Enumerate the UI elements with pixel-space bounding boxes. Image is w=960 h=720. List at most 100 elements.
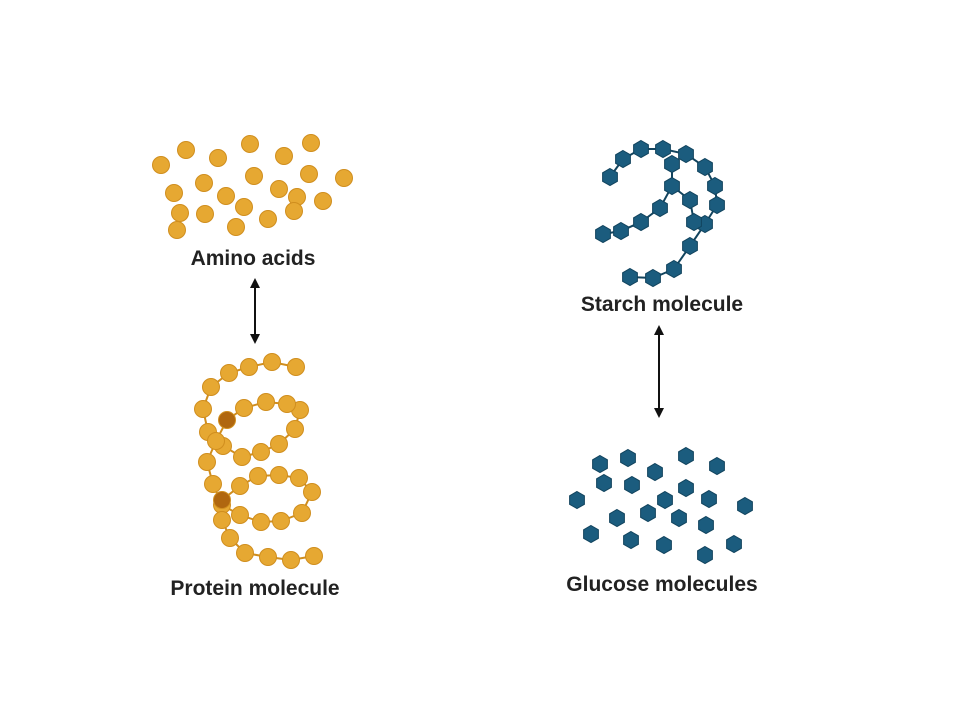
glucose-icon [664, 154, 680, 174]
bond-links [201, 148, 719, 562]
glucose-icon [697, 157, 713, 177]
glucose-icon [671, 508, 687, 528]
amino-acid-icon [285, 202, 303, 220]
arrowhead-up-icon [250, 278, 260, 288]
amino-acid-icon [287, 358, 305, 376]
amino-acid-icon [227, 218, 245, 236]
amino-acid-icon [272, 512, 290, 530]
amino-acid-icon [152, 156, 170, 174]
amino-acid-icon [270, 180, 288, 198]
amino-acid-icon [302, 134, 320, 152]
amino-acid-icon [207, 432, 225, 450]
amino-acid-icon [221, 529, 239, 547]
amino-acids-cluster [152, 134, 353, 239]
glucose-icon [686, 212, 702, 232]
amino-acid-icon [195, 174, 213, 192]
glucose-icon [707, 176, 723, 196]
arrowhead-down-icon [250, 334, 260, 344]
amino-acid-icon [168, 221, 186, 239]
glucose-icon [615, 149, 631, 169]
glucose-icon [645, 268, 661, 288]
glucose-icon [602, 167, 618, 187]
amino-acid-icon [204, 475, 222, 493]
amino-acids-label: Amino acids [190, 247, 316, 270]
amino-acid-icon [177, 141, 195, 159]
glucose-icon [652, 198, 668, 218]
amino-acid-icon [241, 135, 259, 153]
amino-acid-icon [218, 411, 236, 429]
glucose-icon [678, 144, 694, 164]
amino-acid-icon [252, 443, 270, 461]
amino-acid-icon [290, 469, 308, 487]
glucose-cluster [569, 446, 753, 565]
arrows [250, 278, 664, 418]
glucose-icon [682, 236, 698, 256]
amino-acid-icon [217, 187, 235, 205]
amino-acid-icon [236, 544, 254, 562]
protein-chain [194, 353, 323, 569]
glucose-icon [583, 524, 599, 544]
amino-acid-icon [300, 165, 318, 183]
glucose-icon [623, 530, 639, 550]
glucose-icon [633, 212, 649, 232]
amino-acid-icon [263, 353, 281, 371]
amino-acid-icon [198, 453, 216, 471]
amino-acid-icon [275, 147, 293, 165]
amino-acid-icon [235, 399, 253, 417]
amino-acid-icon [165, 184, 183, 202]
glucose-molecules-label: Glucose molecules [566, 573, 758, 596]
amino-acid-icon [220, 364, 238, 382]
amino-acid-icon [209, 149, 227, 167]
amino-acid-icon [335, 169, 353, 187]
glucose-icon [701, 489, 717, 509]
amino-acid-icon [196, 205, 214, 223]
glucose-icon [620, 448, 636, 468]
protein-molecule-label: Protein molecule [170, 577, 340, 600]
amino-acid-icon [171, 204, 189, 222]
arrowhead-down-icon [654, 408, 664, 418]
amino-acid-icon [252, 513, 270, 531]
amino-acid-icon [213, 491, 231, 509]
glucose-icon [726, 534, 742, 554]
amino-acid-icon [202, 378, 220, 396]
glucose-icon [609, 508, 625, 528]
amino-acid-icon [305, 547, 323, 565]
amino-acid-icon [213, 511, 231, 529]
starch-chain [595, 139, 725, 288]
amino-acid-icon [259, 548, 277, 566]
arrowhead-up-icon [654, 325, 664, 335]
glucose-icon [664, 176, 680, 196]
amino-acid-icon [235, 198, 253, 216]
glucose-icon [709, 195, 725, 215]
glucose-icon [737, 496, 753, 516]
glucose-icon [657, 490, 673, 510]
amino-acid-icon [231, 506, 249, 524]
amino-acid-icon [233, 448, 251, 466]
amino-acid-icon [259, 210, 277, 228]
glucose-icon [647, 462, 663, 482]
glucose-icon [624, 475, 640, 495]
glucose-icon [709, 456, 725, 476]
amino-acid-icon [293, 504, 311, 522]
glucose-icon [640, 503, 656, 523]
glucose-icon [596, 473, 612, 493]
amino-acid-icon [240, 358, 258, 376]
amino-acid-icon [314, 192, 332, 210]
amino-acid-icon [286, 420, 304, 438]
amino-acid-icon [270, 466, 288, 484]
amino-acid-icon [303, 483, 321, 501]
glucose-icon [655, 139, 671, 159]
glucose-icon [569, 490, 585, 510]
glucose-icon [678, 478, 694, 498]
amino-acid-icon [194, 400, 212, 418]
amino-acid-icon [231, 477, 249, 495]
amino-acid-icon [278, 395, 296, 413]
glucose-icon [666, 259, 682, 279]
glucose-icon [595, 224, 611, 244]
amino-acid-icon [270, 435, 288, 453]
amino-acid-icon [282, 551, 300, 569]
amino-acid-icon [249, 467, 267, 485]
glucose-icon [697, 545, 713, 565]
glucose-icon [633, 139, 649, 159]
